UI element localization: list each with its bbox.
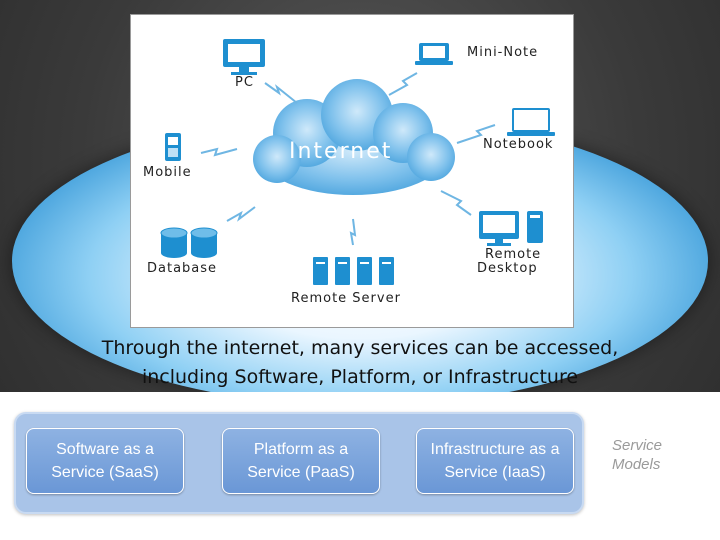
saas-line-1: Software as a (56, 441, 154, 458)
remote-desktop-icon (479, 211, 543, 246)
iaas-line-1: Infrastructure as a (430, 441, 560, 458)
service-models-panel: Software as a Service (SaaS) Platform as… (0, 392, 720, 540)
mobile-icon (165, 133, 181, 161)
remote-server-icon (313, 257, 394, 285)
iaas-box: Infrastructure as a Service (IaaS) (416, 428, 574, 494)
mobile-connection-arrow (200, 147, 238, 157)
internet-cloud-icon (253, 79, 455, 195)
internet-diagram: PC Mini-Note Notebook Mobile Database Re… (130, 14, 574, 328)
label-remote-desktop-line1: Remote (485, 247, 542, 262)
connection-arrows (200, 72, 496, 246)
paas-line-2: Service (PaaS) (247, 464, 355, 481)
database-icon (160, 227, 218, 258)
mini-note-icon (415, 43, 453, 65)
saas-box: Software as a Service (SaaS) (26, 428, 184, 494)
pc-connection-arrow (264, 82, 298, 104)
service-models-box: Software as a Service (SaaS) Platform as… (14, 412, 584, 514)
caption: Through the internet, many services can … (0, 334, 720, 392)
remote-desktop-connection-arrow (440, 190, 472, 216)
saas-line-2: Service (SaaS) (51, 464, 159, 481)
database-connection-arrow (226, 206, 256, 222)
label-remote-desktop-line2: Desktop (477, 261, 538, 276)
label-pc: PC (235, 75, 254, 90)
service-models-label-line-2: Models (612, 456, 661, 473)
label-database: Database (147, 261, 218, 276)
service-models-label: Service Models (612, 436, 662, 474)
caption-line-2: including Software, Platform, or Infrast… (141, 366, 579, 388)
pc-icon (223, 39, 265, 75)
remote-server-connection-arrow (349, 218, 357, 246)
mini-note-connection-arrow (388, 72, 418, 96)
caption-line-1: Through the internet, many services can … (101, 337, 619, 359)
label-remote-server: Remote Server (291, 291, 401, 306)
label-mobile: Mobile (143, 165, 192, 180)
label-internet: Internet (289, 139, 393, 164)
label-mini-note: Mini-Note (467, 45, 539, 60)
label-notebook: Notebook (483, 137, 554, 152)
iaas-line-2: Service (IaaS) (444, 464, 546, 481)
service-models-label-line-1: Service (612, 437, 663, 454)
paas-box: Platform as a Service (PaaS) (222, 428, 380, 494)
paas-line-1: Platform as a (253, 441, 349, 458)
notebook-icon (507, 108, 555, 136)
notebook-connection-arrow (456, 124, 496, 144)
